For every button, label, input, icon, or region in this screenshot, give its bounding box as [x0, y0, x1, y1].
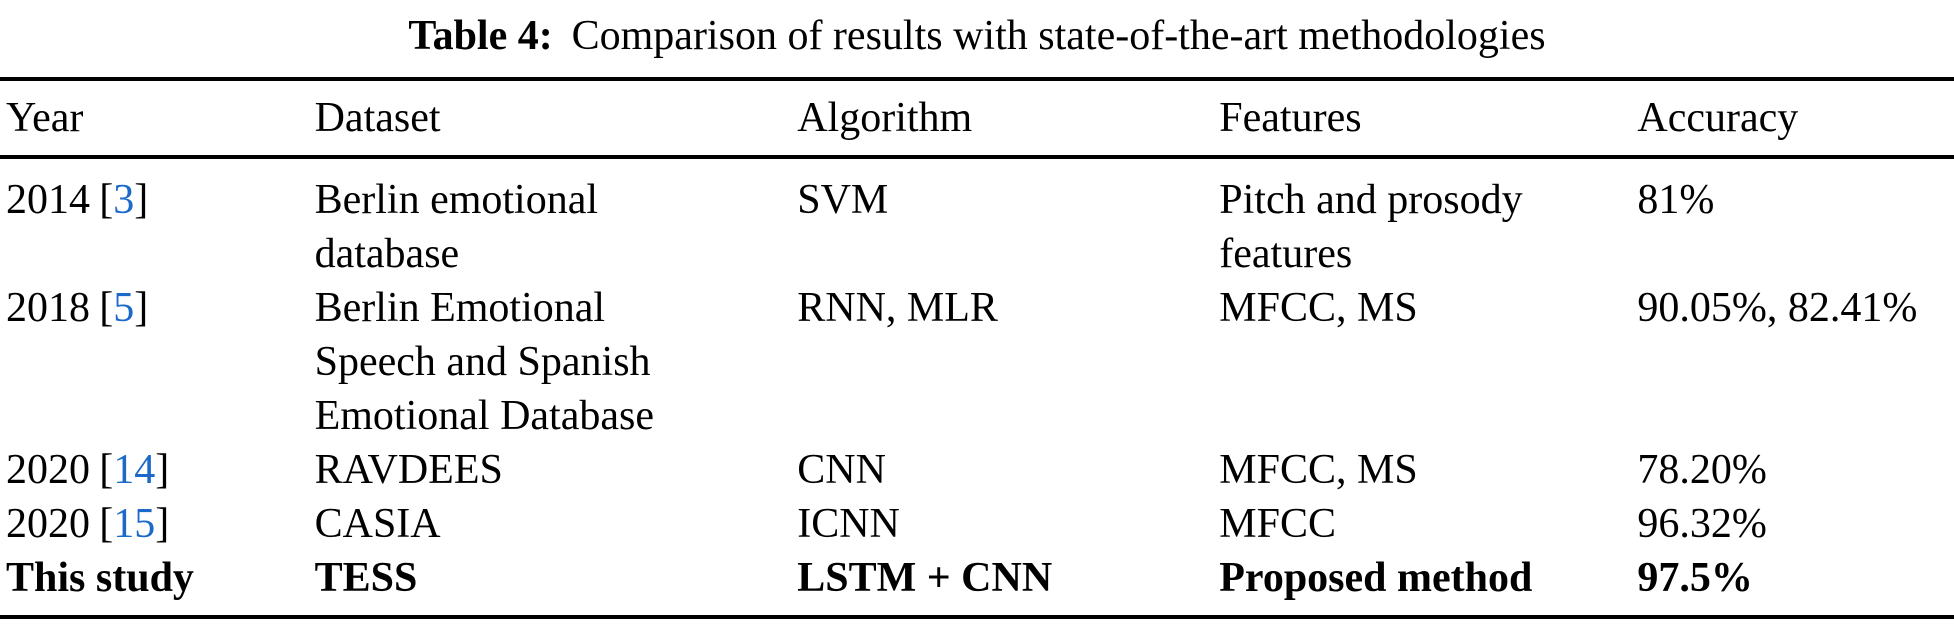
citation: [15] [99, 501, 169, 547]
year-cell: 2020[14] [0, 443, 315, 497]
column-header-year: Year [0, 79, 315, 159]
table-caption-label: Table 4: [408, 13, 553, 59]
citation-link[interactable]: 15 [113, 501, 156, 547]
accuracy-cell: 97.5% [1637, 555, 1753, 601]
year-cell: 2014[3] [0, 157, 315, 281]
algorithm-cell: CNN [797, 447, 886, 493]
table-header: Year Dataset Algorithm Features Accuracy [0, 79, 1954, 159]
features-cell: MFCC, MS [1219, 285, 1418, 331]
dataset-cell: TESS [314, 555, 418, 601]
year-value: 2020 [6, 501, 90, 547]
bracket-close: ] [155, 447, 170, 493]
bracket-open: [ [99, 447, 114, 493]
year-value: 2018 [6, 285, 90, 331]
table-row: 2014[3] Berlin emotional database SVM Pi… [0, 157, 1954, 281]
accuracy-cell: 96.32% [1637, 501, 1767, 547]
accuracy-cell: 90.05%, 82.41% [1637, 285, 1918, 331]
algorithm-cell: RNN, MLR [797, 285, 998, 331]
bracket-open: [ [99, 285, 114, 331]
table-caption-text: Comparison of results with state-of-the-… [571, 13, 1546, 59]
column-header-accuracy: Accuracy [1637, 79, 1954, 159]
table-row-this-study: This study TESS LSTM + CNN Proposed meth… [0, 551, 1954, 617]
column-header-features: Features [1219, 79, 1638, 159]
table-row: 2020[14] RAVDEES CNN MFCC, MS 78.20% [0, 443, 1954, 497]
bracket-open: [ [99, 177, 114, 223]
table-caption: Table 4: Comparison of results with state… [0, 0, 1954, 77]
features-cell: Pitch and prosody features [1219, 177, 1523, 277]
header-row: Year Dataset Algorithm Features Accuracy [0, 79, 1954, 159]
algorithm-cell: SVM [797, 177, 889, 223]
year-cell: This study [6, 555, 194, 601]
table-row: 2018[5] Berlin Emotional Speech and Span… [0, 281, 1954, 443]
citation-link[interactable]: 5 [113, 285, 135, 331]
dataset-cell: RAVDEES [314, 447, 503, 493]
comparison-table: Year Dataset Algorithm Features Accuracy… [0, 77, 1954, 619]
dataset-cell: Berlin Emotional Speech and Spanish Emot… [314, 285, 654, 439]
dataset-cell: Berlin emotional database [314, 177, 599, 277]
bracket-close: ] [134, 177, 149, 223]
accuracy-cell: 78.20% [1637, 447, 1767, 493]
algorithm-cell: ICNN [797, 501, 900, 547]
column-header-dataset: Dataset [314, 79, 798, 159]
year-value: 2014 [6, 177, 90, 223]
features-cell: MFCC, MS [1219, 447, 1418, 493]
citation: [5] [99, 285, 148, 331]
features-cell: Proposed method [1219, 555, 1533, 601]
bracket-open: [ [99, 501, 114, 547]
algorithm-cell: LSTM + CNN [797, 555, 1053, 601]
citation: [14] [99, 447, 169, 493]
bracket-close: ] [155, 501, 170, 547]
table-body: 2014[3] Berlin emotional database SVM Pi… [0, 157, 1954, 617]
year-cell: 2020[15] [0, 497, 315, 551]
accuracy-cell: 81% [1637, 177, 1715, 223]
year-value: 2020 [6, 447, 90, 493]
table-row: 2020[15] CASIA ICNN MFCC 96.32% [0, 497, 1954, 551]
features-cell: MFCC [1219, 501, 1337, 547]
column-header-algorithm: Algorithm [797, 79, 1220, 159]
year-cell: 2018[5] [0, 281, 315, 443]
citation-link[interactable]: 14 [113, 447, 156, 493]
citation-link[interactable]: 3 [113, 177, 135, 223]
citation: [3] [99, 177, 148, 223]
dataset-cell: CASIA [314, 501, 441, 547]
bracket-close: ] [134, 285, 149, 331]
